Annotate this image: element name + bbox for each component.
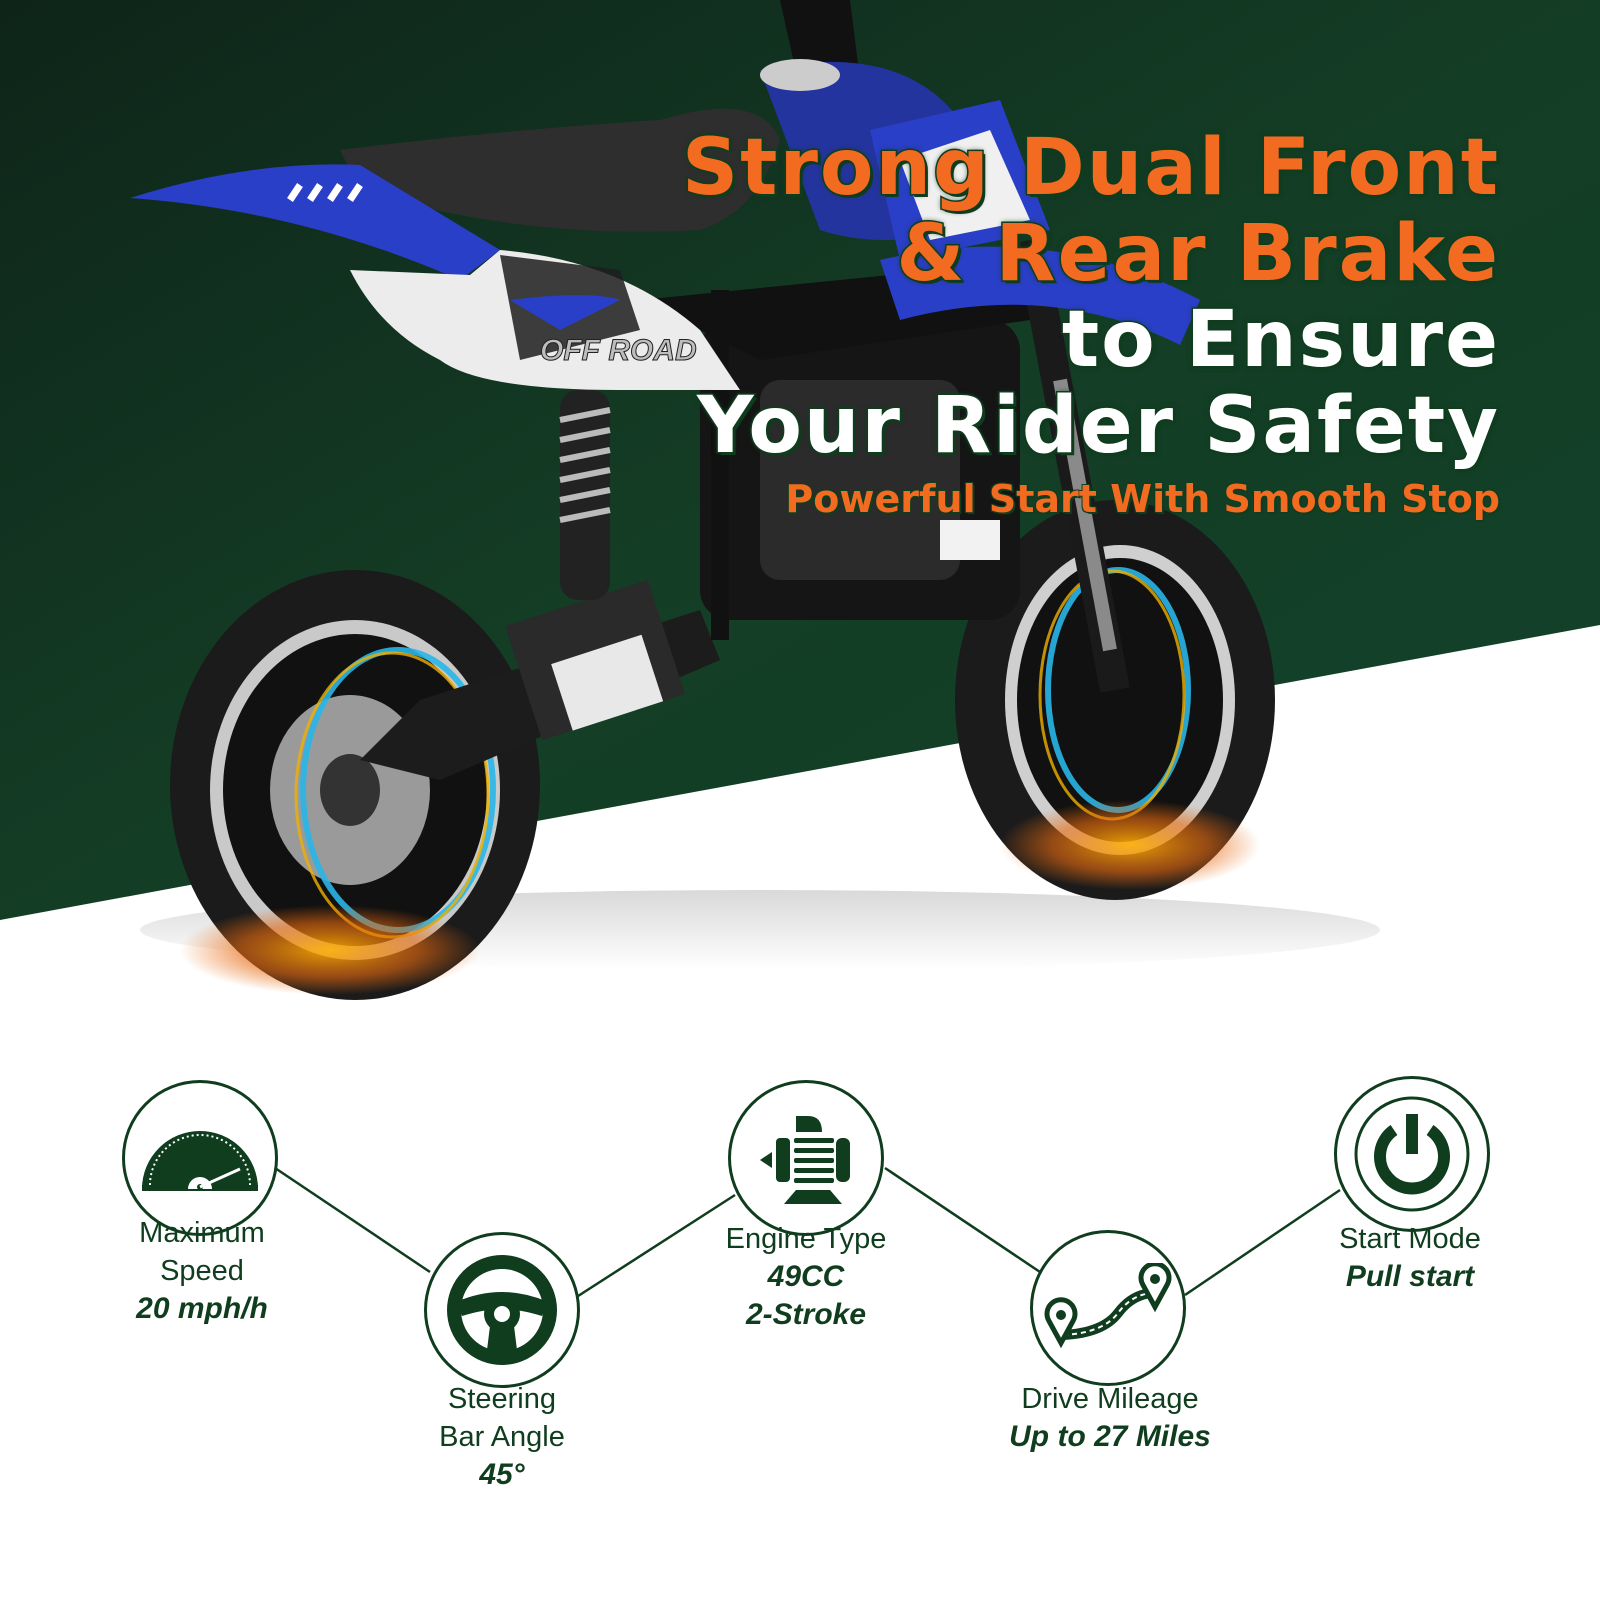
feature-max-speed-text: Maximum Speed 20 mph/h bbox=[52, 1214, 352, 1328]
feature-engine-icon-circle bbox=[728, 1080, 884, 1236]
feature-label: Drive Mileage bbox=[1021, 1383, 1199, 1415]
feature-value: Pull start bbox=[1345, 1260, 1475, 1293]
feature-mileage-text: Drive Mileage Up to 27 Miles bbox=[960, 1380, 1260, 1456]
headline-line-3: to Ensure bbox=[1060, 295, 1500, 385]
feature-value: Up to 27 Miles bbox=[1009, 1420, 1211, 1453]
feature-label: Speed bbox=[160, 1255, 244, 1287]
feature-steering-icon-circle bbox=[424, 1232, 580, 1388]
engine-icon bbox=[760, 1116, 850, 1204]
feature-start-mode-text: Start Mode Pull start bbox=[1260, 1220, 1560, 1296]
power-icon bbox=[1354, 1096, 1470, 1212]
feature-value: 20 mph/h bbox=[136, 1292, 268, 1325]
dirt-bike-image: OFF ROAD bbox=[130, 0, 1275, 1000]
feature-steering-text: Steering Bar Angle 45° bbox=[352, 1380, 652, 1494]
steering-wheel-icon bbox=[447, 1255, 557, 1365]
feature-label: Start Mode bbox=[1339, 1223, 1481, 1255]
feature-start-mode-icon-circle bbox=[1334, 1076, 1490, 1232]
headline-line-1: Strong Dual Front bbox=[681, 123, 1500, 213]
route-icon bbox=[1044, 1263, 1172, 1349]
headline: Strong Dual Front & Rear Brake to Ensure… bbox=[681, 123, 1501, 523]
features-section: Maximum Speed 20 mph/h Steering Bar Angl… bbox=[0, 1040, 1600, 1600]
connector-lines bbox=[274, 1166, 1341, 1300]
hero-background: OFF ROAD bbox=[0, 0, 1600, 1000]
feature-value: 45° bbox=[479, 1458, 525, 1491]
feature-label: Steering bbox=[447, 1383, 556, 1415]
feature-max-speed-icon-circle bbox=[122, 1080, 278, 1236]
feature-label: Bar Angle bbox=[439, 1421, 565, 1453]
feature-label: Maximum bbox=[139, 1217, 265, 1249]
subheadline: Powerful Start With Smooth Stop bbox=[785, 477, 1500, 521]
feature-value: 49CC bbox=[767, 1260, 845, 1293]
speedometer-icon bbox=[142, 1131, 258, 1191]
feature-value: 2-Stroke bbox=[745, 1298, 867, 1331]
feature-label: Engine Type bbox=[725, 1223, 887, 1255]
hero-banner: OFF ROAD Strong Dual Front & Rear Brake … bbox=[0, 0, 1600, 1000]
feature-engine-text: Engine Type 49CC 2-Stroke bbox=[656, 1220, 956, 1334]
headline-line-2: & Rear Brake bbox=[895, 209, 1500, 299]
bike-decal-text: OFF ROAD bbox=[540, 334, 697, 367]
feature-mileage-icon-circle bbox=[1030, 1230, 1186, 1386]
headline-line-4: Your Rider Safety bbox=[696, 381, 1500, 471]
